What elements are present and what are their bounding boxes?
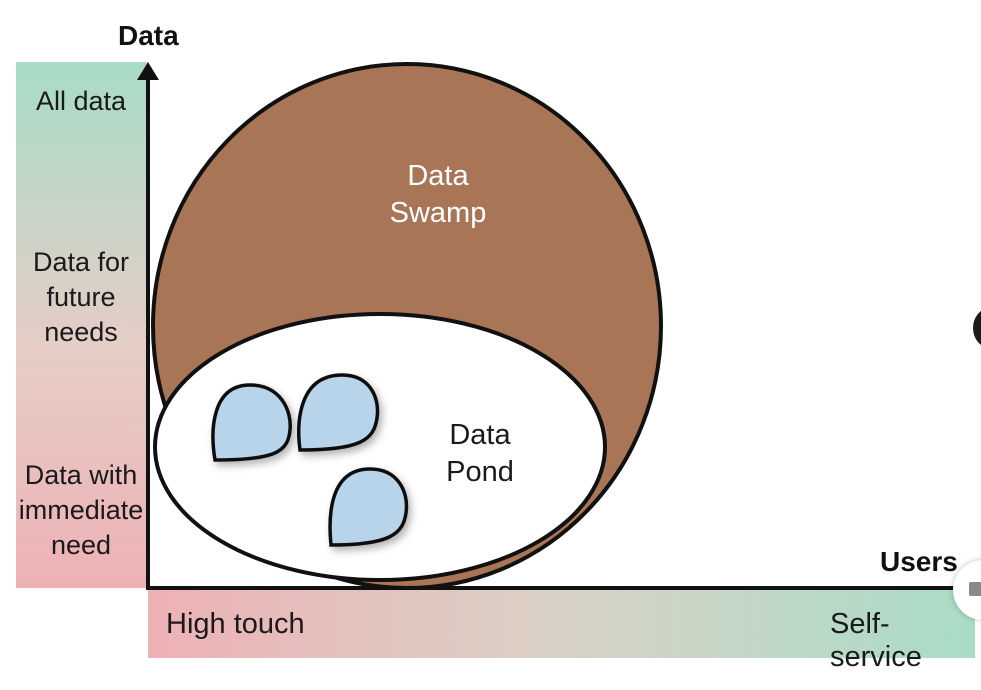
edge-circle-icon	[973, 308, 981, 348]
x-level-high-touch: High touch	[166, 608, 305, 640]
data-puddle-shape	[328, 467, 409, 547]
data-puddle-shape	[297, 373, 380, 452]
x-axis-gradient-band	[148, 588, 975, 658]
y-axis-gradient-band	[16, 62, 147, 588]
y-axis-title: Data	[118, 20, 179, 51]
x-level-self-service: Self-service	[830, 608, 922, 673]
y-axis-arrowhead	[137, 62, 159, 80]
data-pond-region	[153, 312, 607, 582]
data-pond-label: Data Pond	[446, 419, 514, 488]
y-level-future-needs: Data for future needs	[32, 247, 130, 347]
x-axis-title: Users	[880, 546, 958, 577]
data-swamp-label: Data Swamp	[389, 160, 487, 229]
data-puddle-shape	[211, 383, 292, 462]
square-icon	[969, 582, 981, 596]
y-level-all-data: All data	[35, 86, 127, 116]
y-level-immediate-need: Data with immediate need	[18, 460, 144, 560]
